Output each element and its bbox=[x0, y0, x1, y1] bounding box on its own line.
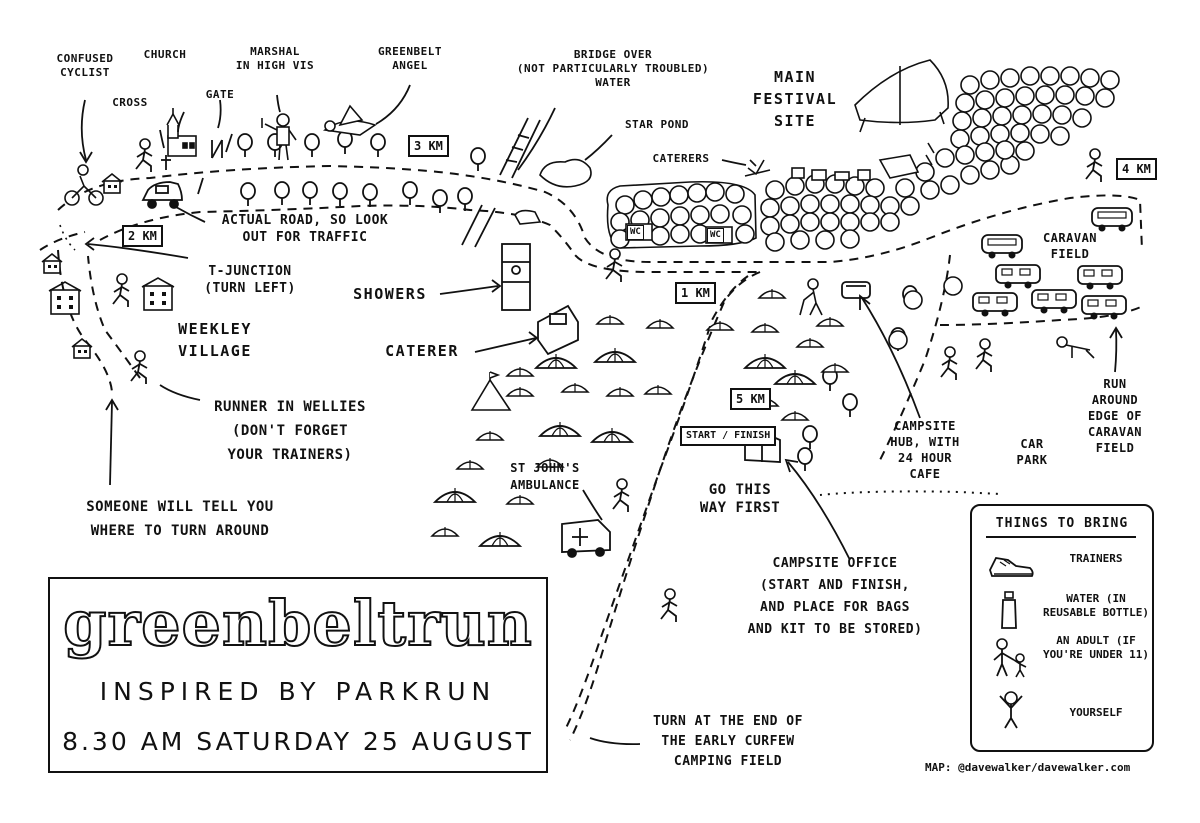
label-st-johns: ST JOHN'S AMBULANCE bbox=[510, 461, 580, 492]
trainers-icon bbox=[989, 557, 1034, 577]
showers-icon bbox=[501, 243, 531, 311]
label-caterers: CATERERS bbox=[652, 152, 710, 165]
label-bridge: BRIDGE OVER (NOT PARTICULARLY TROUBLED) … bbox=[516, 48, 710, 89]
car-park-edge bbox=[819, 490, 1001, 496]
label-car-park: CAR PARK bbox=[1016, 437, 1048, 467]
label-weekley-village: WEEKLEY VILLAGE bbox=[178, 320, 252, 360]
label-showers: SHOWERS bbox=[353, 285, 427, 303]
bridge-icon bbox=[461, 117, 541, 248]
caravans bbox=[972, 207, 1133, 321]
label-campsite-hub: CAMPSITE HUB, WITH 24 HOUR CAFE bbox=[890, 419, 960, 481]
weekley-houses bbox=[41, 173, 175, 359]
marshal-icon bbox=[261, 113, 297, 161]
bottle-icon bbox=[1001, 591, 1017, 629]
label-t-junction: T-JUNCTION (TURN LEFT) bbox=[204, 264, 296, 296]
label-church: CHURCH bbox=[143, 48, 187, 61]
label-star-pond: STAR POND bbox=[624, 118, 690, 131]
label-go-this-way: GO THIS WAY FIRST bbox=[699, 482, 781, 516]
gate-icon bbox=[197, 133, 233, 195]
star-pond-icon bbox=[514, 158, 592, 225]
label-marshal: MARSHAL IN HIGH VIS bbox=[235, 45, 315, 72]
ambulance-icon bbox=[561, 519, 611, 558]
title-underline bbox=[986, 536, 1136, 538]
label-gate: GATE bbox=[205, 88, 235, 101]
bring-item-water: WATER (IN REUSABLE BOTTLE) bbox=[1043, 592, 1149, 619]
map-credit: MAP: @davewalker/davewalker.com bbox=[925, 761, 1131, 774]
bring-item-adult: AN ADULT (IF YOU'RE UNDER 11) bbox=[1043, 634, 1149, 661]
label-cross: CROSS bbox=[112, 96, 148, 109]
woods-right bbox=[760, 66, 1120, 252]
brand-wordmark: greenbeltrun bbox=[62, 586, 533, 661]
sign-5km: 5 KM bbox=[730, 388, 771, 410]
event-datetime: 8.30 AM SATURDAY 25 AUGUST bbox=[62, 727, 534, 756]
caterers-stalls bbox=[744, 154, 920, 181]
pointer-arrows bbox=[79, 84, 1123, 746]
label-someone-tell: SOMEONE WILL TELL YOU WHERE TO TURN AROU… bbox=[86, 499, 274, 539]
label-actual-road: ACTUAL ROAD, SO LOOK OUT FOR TRAFFIC bbox=[221, 213, 389, 245]
bring-item-trainers: TRAINERS bbox=[1069, 552, 1123, 565]
route bbox=[39, 164, 1146, 741]
elderly-walker-icon bbox=[799, 278, 823, 316]
sign-1km: 1 KM bbox=[675, 282, 716, 304]
car-icon bbox=[141, 181, 183, 209]
cross-icon bbox=[161, 155, 171, 170]
things-to-bring-box: THINGS TO BRING TRAINERS WATER (IN REUSA… bbox=[970, 504, 1154, 752]
label-run-around: RUN AROUND EDGE OF CARAVAN FIELD bbox=[1087, 377, 1143, 455]
label-runner-wellies: RUNNER IN WELLIES (DON'T FORGET YOUR TRA… bbox=[214, 399, 366, 463]
church-icon bbox=[166, 108, 197, 157]
marquee-icon bbox=[854, 59, 949, 166]
sign-3km: 3 KM bbox=[408, 135, 449, 157]
sign-4km: 4 KM bbox=[1116, 158, 1157, 180]
tagline: INSPIRED BY PARKRUN bbox=[99, 677, 497, 706]
person-icon bbox=[999, 691, 1023, 729]
bring-item-yourself: YOURSELF bbox=[1069, 706, 1123, 719]
things-to-bring-title: THINGS TO BRING bbox=[995, 516, 1129, 531]
flag-tent-icon bbox=[470, 371, 512, 411]
label-greenbelt-angel: GREENBELT ANGEL bbox=[377, 45, 443, 72]
label-confused-cyclist: CONFUSED CYCLIST bbox=[56, 52, 114, 79]
label-campsite-office: CAMPSITE OFFICE (START AND FINISH, AND P… bbox=[747, 556, 923, 637]
sign-start-finish: START / FINISH bbox=[680, 426, 777, 446]
label-turn-end: TURN AT THE END OF THE EARLY CURFEW CAMP… bbox=[653, 714, 803, 769]
title-box: greenbeltrun INSPIRED BY PARKRUN 8.30 AM… bbox=[48, 577, 548, 773]
bushes bbox=[888, 276, 963, 350]
adult-child-icon bbox=[993, 638, 1027, 678]
campsite-hub-icon bbox=[841, 281, 871, 299]
label-caterer: CATERER bbox=[385, 342, 459, 360]
angel-icon bbox=[322, 104, 377, 136]
label-caravan-field: CARAVAN FIELD bbox=[1042, 231, 1098, 261]
crawling-person-icon bbox=[1056, 336, 1095, 359]
cyclist-icon bbox=[64, 164, 104, 206]
sign-2km: 2 KM bbox=[122, 225, 163, 247]
label-main-festival-site: MAIN FESTIVAL SITE bbox=[752, 68, 838, 130]
sign-wc-right: WC bbox=[707, 228, 724, 243]
sign-wc-left: WC bbox=[627, 225, 644, 240]
caterer-van-icon bbox=[537, 304, 579, 356]
